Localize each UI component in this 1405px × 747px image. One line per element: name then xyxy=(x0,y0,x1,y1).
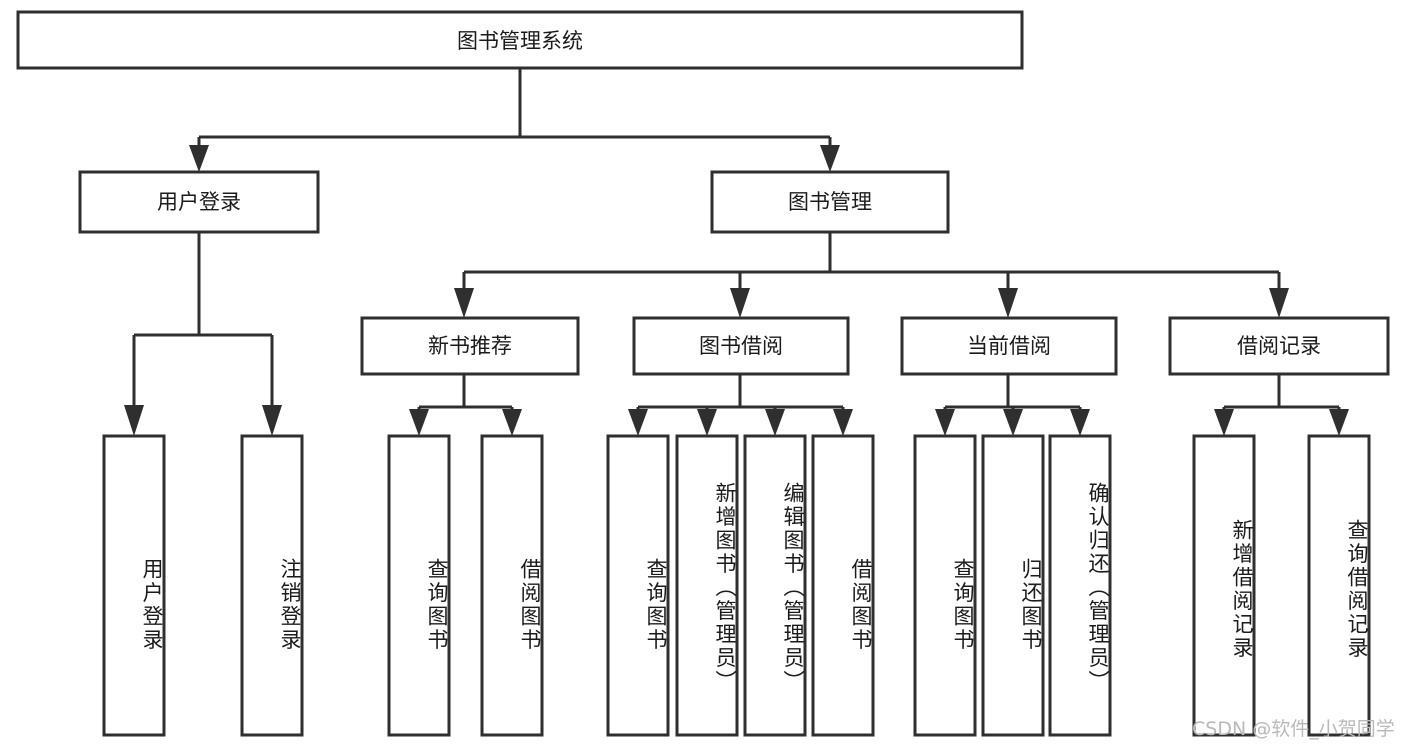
connector-root-to-level2 xyxy=(189,68,840,172)
node-user-login-box[interactable] xyxy=(78,170,320,234)
arrow-head-record-leaf-0 xyxy=(1214,409,1234,436)
leaf-box-query-book-new[interactable] xyxy=(387,434,451,737)
node-book-borrow[interactable]: 图书借阅 xyxy=(632,316,850,376)
node-new-book-recommend-box[interactable] xyxy=(360,316,580,376)
leaf-box-logout[interactable] xyxy=(240,434,304,737)
connector-current-to-leaves xyxy=(935,374,1090,436)
node-current-borrow-box[interactable] xyxy=(900,316,1118,376)
node-book-borrow-box[interactable] xyxy=(632,316,850,376)
node-current-borrow-label: 当前借阅 xyxy=(967,334,1051,358)
node-borrow-record-label: 借阅记录 xyxy=(1237,334,1321,358)
node-root-label: 图书管理系统 xyxy=(457,29,583,53)
arrow-head-borrow-leaf-2 xyxy=(765,409,785,436)
node-user-login[interactable]: 用户登录 xyxy=(78,170,320,234)
arrow-head-current-leaf-1 xyxy=(1003,409,1023,436)
leaf-box-query-borrow-record[interactable] xyxy=(1307,434,1371,737)
leaf-box-query-book-current[interactable] xyxy=(913,434,977,737)
leaf-node-boxes xyxy=(102,434,1371,737)
arrow-head-borrow-leaf-3 xyxy=(833,409,853,436)
arrow-head-level3-1 xyxy=(730,288,750,318)
leaf-box-query-book-borrow[interactable] xyxy=(606,434,670,737)
arrow-head-current-leaf-2 xyxy=(1070,409,1090,436)
arrow-head-newbook-leaf-0 xyxy=(409,409,429,436)
leaf-box-borrow-book-new[interactable] xyxy=(480,434,544,737)
arrow-head-level3-3 xyxy=(1269,288,1289,318)
arrow-head-userlogin-leaf-0 xyxy=(124,405,144,436)
leaf-box-borrow-book[interactable] xyxy=(811,434,875,737)
connector-borrow-to-leaves xyxy=(628,374,853,436)
arrow-head-record-leaf-1 xyxy=(1329,409,1349,436)
arrow-head-level2-0 xyxy=(189,145,209,172)
arrow-head-newbook-leaf-1 xyxy=(502,409,522,436)
node-root[interactable]: 图书管理系统 xyxy=(16,10,1024,70)
node-root-box[interactable] xyxy=(16,10,1024,70)
leaf-box-add-borrow-record[interactable] xyxy=(1192,434,1256,737)
leaf-box-confirm-return-admin[interactable] xyxy=(1048,434,1112,737)
arrow-head-borrow-leaf-0 xyxy=(628,409,648,436)
node-book-management-box[interactable] xyxy=(710,170,950,234)
node-current-borrow[interactable]: 当前借阅 xyxy=(900,316,1118,376)
node-borrow-record-box[interactable] xyxy=(1168,316,1390,376)
node-book-management[interactable]: 图书管理 xyxy=(710,170,950,234)
connector-userlogin-to-leaves xyxy=(124,232,282,436)
leaf-box-edit-book-admin[interactable] xyxy=(743,434,807,737)
node-borrow-record[interactable]: 借阅记录 xyxy=(1168,316,1390,376)
node-book-borrow-label: 图书借阅 xyxy=(699,334,783,358)
arrow-head-userlogin-leaf-1 xyxy=(262,405,282,436)
node-new-book-recommend-label: 新书推荐 xyxy=(428,334,512,358)
connector-bookmgmt-to-level3 xyxy=(454,232,1289,318)
arrow-head-current-leaf-0 xyxy=(935,409,955,436)
leaf-box-return-book[interactable] xyxy=(981,434,1045,737)
node-user-login-label: 用户登录 xyxy=(157,190,241,214)
node-new-book-recommend[interactable]: 新书推荐 xyxy=(360,316,580,376)
leaf-box-add-book-admin[interactable] xyxy=(675,434,739,737)
connector-record-to-leaves xyxy=(1214,374,1349,436)
arrow-head-level3-2 xyxy=(998,288,1018,318)
arrow-head-level2-1 xyxy=(820,145,840,172)
arrow-head-borrow-leaf-1 xyxy=(697,409,717,436)
node-book-management-label: 图书管理 xyxy=(788,190,872,214)
connector-newbook-to-leaves xyxy=(409,374,522,436)
leaf-box-user-login[interactable] xyxy=(102,434,166,737)
arrow-head-level3-0 xyxy=(454,288,474,318)
csdn-watermark: CSDN @软件_小贺同学 xyxy=(1192,718,1395,740)
